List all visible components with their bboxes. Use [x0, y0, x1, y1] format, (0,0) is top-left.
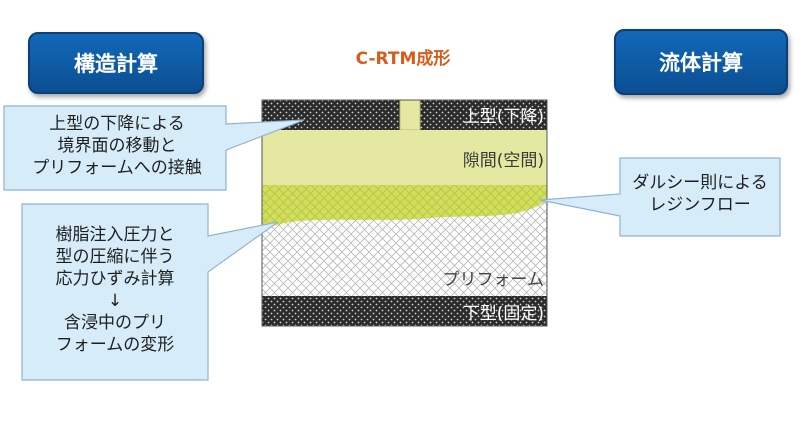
callout-top-left-shape: [3, 105, 305, 191]
mold-cross-section: [261, 99, 548, 327]
callout-line: 含浸中のプリ: [64, 313, 166, 333]
callout-top-left-text: 上型の下降による 境界面の移動と プリフォームへの接触: [6, 113, 228, 179]
callout-bottom-left-shape: [21, 203, 279, 381]
callout-line: 樹脂注入圧力と: [55, 225, 175, 245]
lower-mold-label: 下型(固定): [462, 304, 544, 324]
callout-line: フォームの変形: [55, 335, 175, 355]
injection-gate: [399, 99, 421, 131]
callout-line: 上型の下降による: [49, 114, 185, 134]
callout-line: ダルシー則による: [632, 173, 768, 193]
resin-impregnated-zone: [262, 185, 547, 230]
gap-label: 隙間(空間): [462, 151, 544, 171]
callout-line: プリフォームへの接触: [32, 158, 202, 178]
mold-outline: [261, 99, 548, 327]
upper-mold-label: 上型(下降): [462, 107, 544, 127]
fluid-calculation-button[interactable]: 流体計算: [614, 29, 788, 95]
callout-line: 境界面の移動と: [57, 136, 177, 156]
callout-line: 型の圧縮に伴う: [55, 247, 175, 267]
lower-mold: [262, 296, 547, 326]
down-arrow: ↓: [107, 291, 123, 311]
structural-calculation-button[interactable]: 構造計算: [28, 32, 204, 94]
callout-right-shape: [539, 157, 781, 237]
gap-region: [262, 130, 547, 185]
preform-label: プリフォーム: [442, 270, 545, 290]
callout-right-text: ダルシー則による レジンフロー: [622, 172, 778, 216]
callout-line: レジンフロー: [649, 195, 751, 215]
page-title: C-RTM成形: [355, 49, 451, 69]
callout-line: 応力ひずみ計算: [55, 269, 175, 289]
callout-bottom-left-text: 樹脂注入圧力と 型の圧縮に伴う 応力ひずみ計算 ↓ 含浸中のプリ フォームの変形: [24, 224, 206, 356]
